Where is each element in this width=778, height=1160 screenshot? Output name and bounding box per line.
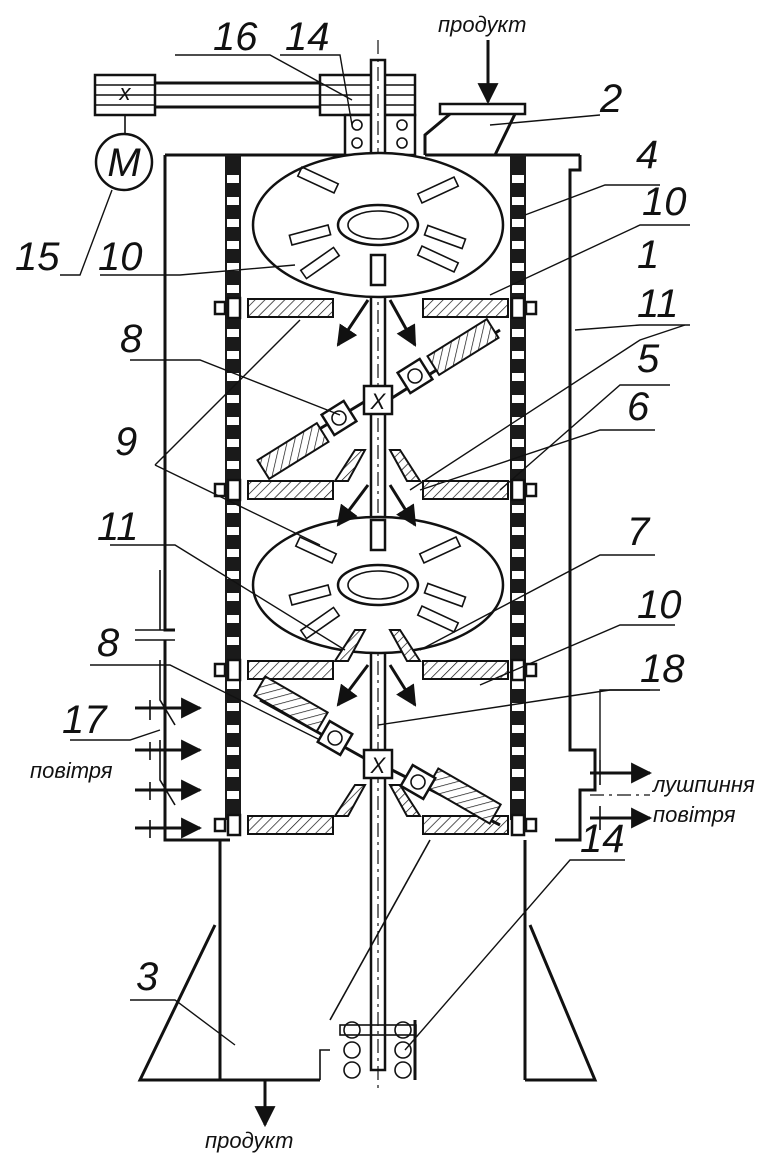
base-support [137, 839, 598, 1082]
svg-text:X: X [370, 753, 387, 778]
bottom-bearing-block [343, 1020, 417, 1080]
label-air-out: повітря [653, 802, 736, 827]
flow-word-labels: продукт продукт повітря лушпиння повітря [30, 12, 755, 1153]
motor-symbol: M [107, 141, 141, 185]
label-8-top: 8 [120, 317, 143, 361]
lower-hub: X [362, 748, 394, 780]
label-2: 2 [599, 77, 622, 121]
callout-labels: 16 14 2 4 10 15 10 1 11 8 5 6 9 11 7 10 … [15, 15, 687, 999]
label-18: 18 [640, 647, 685, 691]
label-product-out: продукт [205, 1128, 293, 1153]
label-1: 1 [637, 233, 659, 277]
label-air-in: повітря [30, 758, 113, 783]
label-14-bottom: 14 [580, 817, 625, 861]
label-16: 16 [213, 15, 258, 59]
label-husk-out: лушпиння [651, 772, 755, 797]
label-4: 4 [636, 133, 658, 177]
label-6: 6 [627, 385, 650, 429]
lower-beater-arms [252, 675, 503, 827]
label-3: 3 [136, 955, 158, 999]
upper-hub: X [362, 253, 394, 552]
conical-guides [333, 449, 422, 817]
motor: M [94, 115, 154, 192]
label-14-top: 14 [285, 15, 330, 59]
label-17: 17 [62, 698, 108, 742]
label-11-left: 11 [97, 505, 139, 549]
label-10-left: 10 [98, 235, 143, 279]
svg-text:x: x [119, 80, 132, 105]
husk-air-outlet [590, 760, 653, 830]
lower-rotor-disc [251, 515, 505, 655]
label-10-right-bottom: 10 [637, 583, 682, 627]
product-flow-arrows [336, 299, 417, 707]
label-9: 9 [115, 420, 137, 464]
svg-text:X: X [370, 389, 387, 414]
upper-rotor-disc [251, 151, 505, 299]
label-5: 5 [637, 337, 660, 381]
label-15: 15 [15, 235, 60, 279]
label-product-in: продукт [438, 12, 526, 37]
label-10-right-top: 10 [642, 180, 687, 224]
product-inlet-hopper [423, 40, 527, 156]
belt-drive: x x [93, 73, 417, 117]
upper-beater-arms [256, 317, 501, 481]
air-inlet-valves [135, 660, 203, 839]
leader-lines [60, 54, 690, 1051]
label-8-bottom: 8 [97, 621, 120, 665]
label-7: 7 [627, 510, 651, 554]
deflector-shelves [213, 296, 538, 837]
label-11-right: 11 [637, 282, 679, 326]
